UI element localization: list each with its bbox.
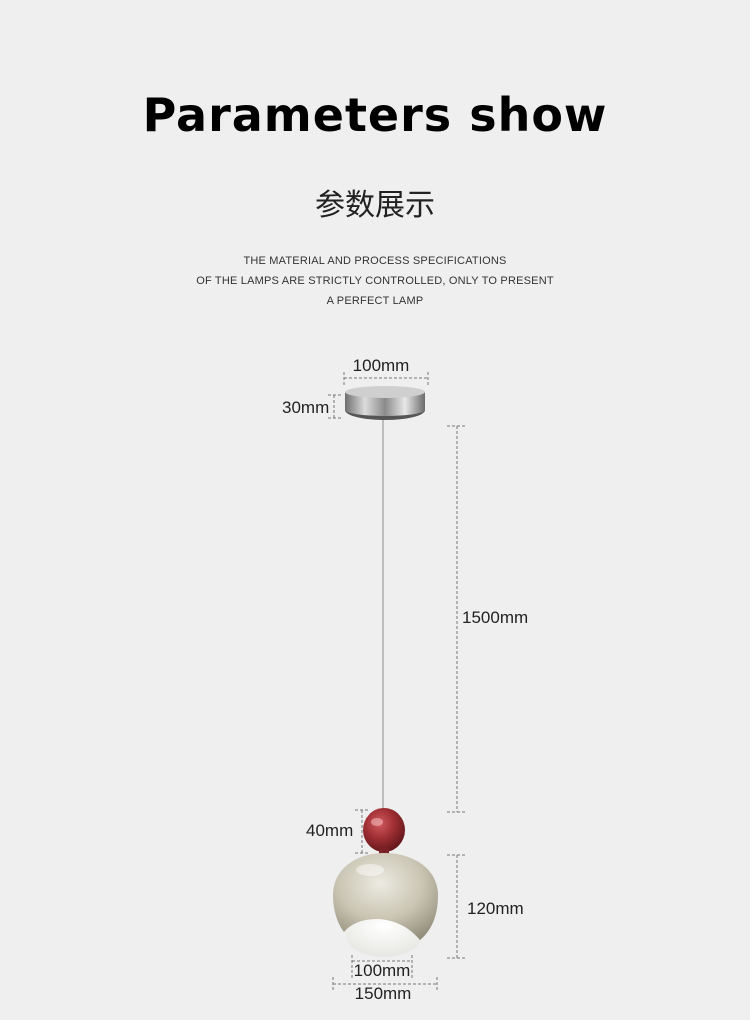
label-bulb-diameter: 100mm [354, 961, 411, 980]
page-subtitle: 参数展示 [315, 188, 435, 223]
label-ball-height: 40mm [306, 821, 353, 840]
label-canopy-diameter: 100mm [353, 356, 410, 375]
page-title: Parameters show [142, 88, 608, 142]
description: THE MATERIAL AND PROCESS SPECIFICATIONS … [0, 251, 750, 311]
label-shade-height: 120mm [467, 899, 524, 918]
label-shade-diameter: 150mm [355, 984, 412, 1003]
description-line-3: A PERFECT LAMP [326, 295, 424, 307]
label-cord-length: 1500mm [462, 608, 528, 627]
label-canopy-height: 30mm [282, 398, 329, 417]
shade [333, 853, 438, 940]
description-line-1: THE MATERIAL AND PROCESS SPECIFICATIONS [243, 255, 507, 267]
description-line-2: OF THE LAMPS ARE STRICTLY CONTROLLED, ON… [196, 275, 554, 287]
canopy [345, 386, 425, 420]
red-ball [363, 808, 405, 854]
